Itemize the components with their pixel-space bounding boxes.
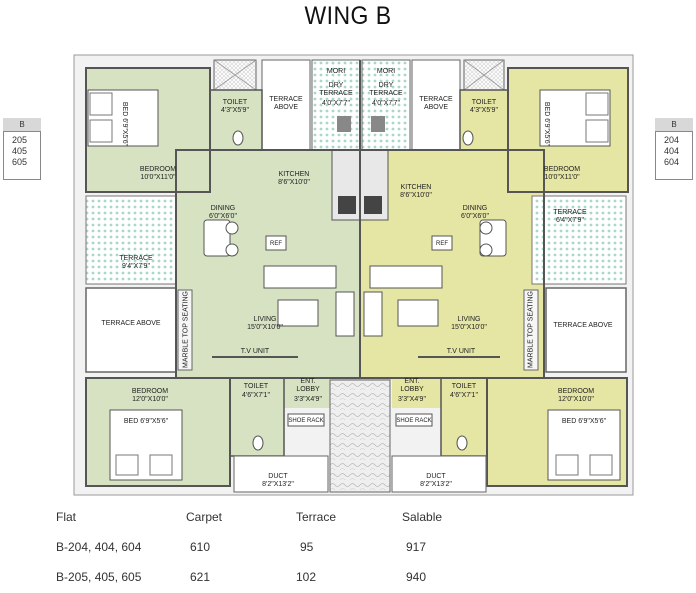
duct-left-label: DUCT xyxy=(268,473,288,480)
dry-terrace-right-label: DRY TERRACE xyxy=(369,82,403,97)
mori-left-label: MORI xyxy=(326,68,346,75)
duct-right-size: 8'2"X13'2" xyxy=(420,481,452,488)
flat-tag-right-header: B xyxy=(655,118,693,131)
table-row-flat: B-204, 404, 604 xyxy=(56,540,142,554)
duct-right-label: DUCT xyxy=(426,473,446,480)
flat-tag-left-number: 405 xyxy=(12,146,28,156)
bedroom-top-right-size: 10'0"X11'0" xyxy=(544,174,580,181)
terrace-above-top-left-label: TERRACE ABOVE xyxy=(269,96,303,111)
table-row-carpet: 621 xyxy=(190,570,211,584)
kitchen-right-label: KITCHEN xyxy=(400,184,432,191)
toilet-bottom-right-size: 4'6"X7'1" xyxy=(450,392,478,399)
flat-tag-right-number: 404 xyxy=(664,146,680,156)
terrace-above-right-label: TERRACE ABOVE xyxy=(553,322,613,329)
table-header-terrace: Terrace xyxy=(296,510,337,524)
bedroom-top-right-label: BEDROOM xyxy=(543,166,581,173)
ent-lobby-left-label: ENT. LOBBY xyxy=(296,378,320,393)
shoe-rack-left-label: SHOE RACK xyxy=(288,418,324,424)
table-header-carpet: Carpet xyxy=(186,510,223,524)
table-header-salable: Salable xyxy=(402,510,443,524)
mori-right-label: MORI xyxy=(376,68,396,75)
bedroom-bottom-left-label: BEDROOM xyxy=(131,388,169,395)
dining-right-label: DINING xyxy=(462,205,488,212)
bed-top-left-label: BED 6'9"X5'6" xyxy=(121,101,128,147)
table-row-salable: 917 xyxy=(406,540,427,554)
dining-right-size: 6'0"X6'0" xyxy=(461,213,489,220)
toilet-top-left-size: 4'3"X5'9" xyxy=(221,107,249,114)
flat-tag-right-number: 604 xyxy=(664,157,680,167)
ent-lobby-left-size: 3'3"X4'9" xyxy=(294,396,322,403)
dry-terrace-left-size: 4'0"X7'7" xyxy=(322,100,350,107)
bedroom-bottom-right-label: BEDROOM xyxy=(557,388,595,395)
table-row-carpet: 610 xyxy=(190,540,211,554)
dining-left-size: 6'0"X6'0" xyxy=(209,213,237,220)
ent-lobby-right-size: 3'3"X4'9" xyxy=(398,396,426,403)
terrace-above-left-label: TERRACE ABOVE xyxy=(101,320,161,327)
toilet-bottom-right-label: TOILET xyxy=(451,383,477,390)
terrace-above-top-right-label: TERRACE ABOVE xyxy=(419,96,453,111)
terrace-right-label: TERRACE xyxy=(553,209,587,216)
ref-right-label: REF xyxy=(436,241,448,247)
tv-unit-right-label: T.V UNIT xyxy=(446,348,476,355)
table-row-terrace: 102 xyxy=(296,570,317,584)
toilet-top-right-label: TOILET xyxy=(471,99,497,106)
table-row-salable: 940 xyxy=(406,570,427,584)
flat-tag-right-number: 204 xyxy=(664,135,680,145)
dry-terrace-right-size: 4'0"X7'7" xyxy=(372,100,400,107)
bedroom-top-left-size: 10'0"X11'0" xyxy=(140,174,176,181)
table-row-terrace: 95 xyxy=(300,540,314,554)
bedroom-top-left-label: BEDROOM xyxy=(139,166,177,173)
kitchen-left-label: KITCHEN xyxy=(278,171,310,178)
duct-left-size: 8'2"X13'2" xyxy=(262,481,294,488)
tv-unit-left-label: T.V UNIT xyxy=(240,348,270,355)
marble-seating-right-label: MARBLE TOP SEATING xyxy=(527,291,535,368)
bedroom-bottom-right-size: 12'0"X10'0" xyxy=(558,396,594,403)
shoe-rack-right-label: SHOE RACK xyxy=(396,418,432,424)
dining-left-label: DINING xyxy=(210,205,236,212)
bedroom-bottom-left-size: 12'0"X10'0" xyxy=(132,396,168,403)
table-row-flat: B-205, 405, 605 xyxy=(56,570,142,584)
living-left-size: 15'0"X10'0" xyxy=(247,324,283,331)
marble-seating-left-label: MARBLE TOP SEATING xyxy=(182,291,190,368)
flat-tag-right: B 204 404 604 xyxy=(655,118,693,180)
living-right-label: LIVING xyxy=(457,316,481,323)
bed-top-right-label: BED 6'9"X5'6" xyxy=(543,101,550,147)
flat-tag-left-number: 605 xyxy=(12,157,28,167)
toilet-top-left-label: TOILET xyxy=(222,99,248,106)
terrace-left-size: 9'4"X7'9" xyxy=(122,263,150,270)
dry-terrace-left-label: DRY TERRACE xyxy=(319,82,353,97)
page-title: WING B xyxy=(304,2,392,30)
flat-tag-left-number: 205 xyxy=(12,135,28,145)
bed-bottom-right-label: BED 6'9"X5'6" xyxy=(561,418,607,425)
terrace-left-label: TERRACE xyxy=(119,255,153,262)
ent-lobby-right-label: ENT. LOBBY xyxy=(400,378,424,393)
terrace-right-size: 6'4"X7'9" xyxy=(556,217,584,224)
table-header-flat: Flat xyxy=(56,510,77,524)
kitchen-left-size: 8'6"X10'0" xyxy=(278,179,310,186)
toilet-top-right-size: 4'3"X5'9" xyxy=(470,107,498,114)
living-left-label: LIVING xyxy=(253,316,277,323)
toilet-bottom-left-size: 4'6"X7'1" xyxy=(242,392,270,399)
flat-tag-left: B 205 405 605 xyxy=(3,118,41,180)
living-right-size: 15'0"X10'0" xyxy=(451,324,487,331)
ref-left-label: REF xyxy=(270,241,282,247)
kitchen-right-size: 8'6"X10'0" xyxy=(400,192,432,199)
toilet-bottom-left-label: TOILET xyxy=(243,383,269,390)
flat-tag-left-header: B xyxy=(3,118,41,131)
bed-bottom-left-label: BED 6'9"X5'6" xyxy=(123,418,169,425)
